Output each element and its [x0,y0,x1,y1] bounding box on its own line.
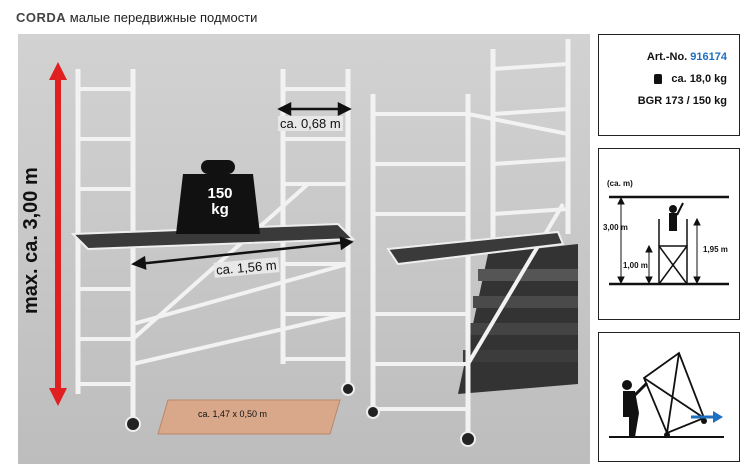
max-height-label: max. ca. 3,00 m [20,167,42,314]
article-prefix: Art.-No. [646,51,688,63]
weight-icon [176,160,260,234]
weight-spec-value: ca. 18,0 kg [671,73,727,85]
header-title: малые передвижные подмости [69,10,258,25]
diagram-frame-height: 1,95 m [703,245,728,254]
tilted-scaffold-icon [642,351,706,435]
article-number: Art.-No. 916174 [647,51,727,63]
height-diagram-panel: (ca. m) 3,00 m 1,00 m 1,95 m [598,148,740,320]
width-label: ca. 0,68 m [278,116,343,131]
platform-label: ca. 1,47 x 0,50 m [198,409,268,419]
article-value: 916174 [690,51,727,63]
diagram-platform-height: 1,00 m [623,261,648,270]
norm-spec: BGR 173 / 150 kg [637,95,727,107]
scaffold-illustration [18,34,590,464]
diagram-unit: (ca. m) [607,179,633,188]
height-diagram [609,195,729,286]
weight-unit: kg [211,201,229,218]
weight-spec: ca. 18,0 kg [654,73,727,85]
arrow-right-icon [691,411,723,423]
moving-panel [598,332,740,462]
brand-name: CORDA [16,10,67,25]
worker-icon [622,380,632,390]
diagram-total-height: 3,00 m [603,223,628,232]
right-scaffold [370,39,571,439]
weight-number: 150 [207,185,233,202]
staircase [458,244,578,394]
right-platform [386,230,565,266]
weight-icon-small [654,74,663,85]
moving-illustration [609,351,724,438]
product-photo: max. ca. 3,00 m ca. 0,68 m ca. 1,56 m ca… [18,34,590,464]
weight-value: 150 kg [190,186,250,218]
spec-panel: Art.-No. 916174 ca. 18,0 kg BGR 173 / 15… [598,34,740,136]
platform-plate [157,399,341,435]
max-height-arrow [49,62,67,406]
page-header: CORDA малые передвижные подмости [16,10,257,25]
